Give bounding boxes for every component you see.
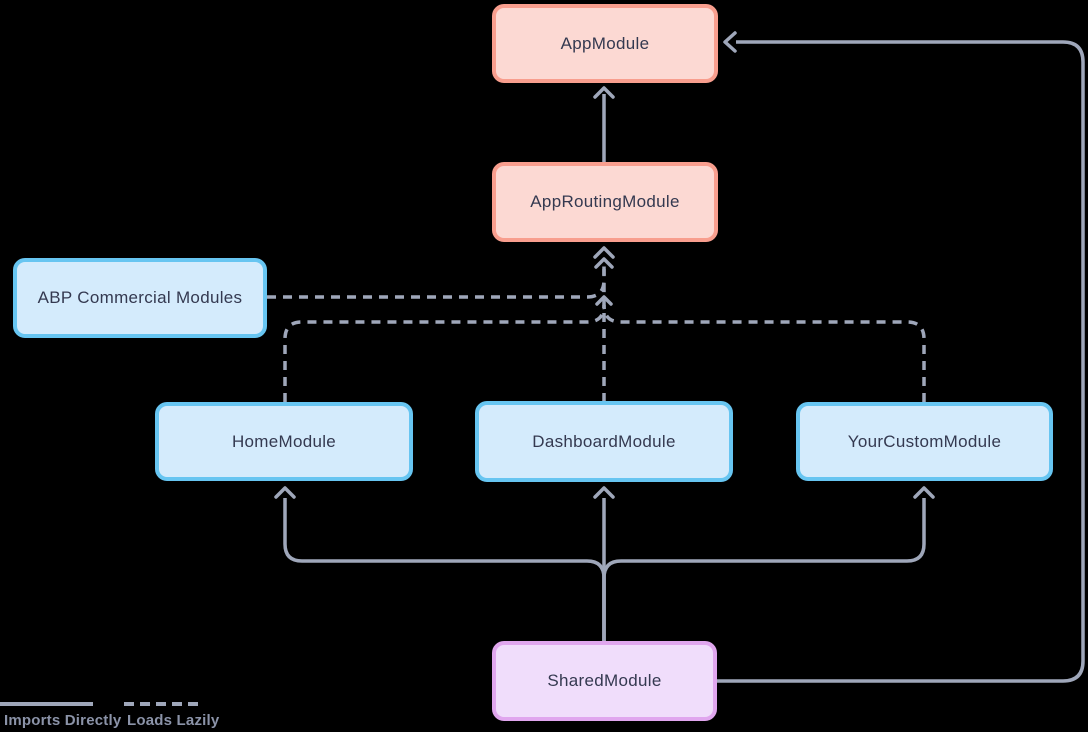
edge-homemodule-to-approutingmodule	[283, 257, 614, 402]
legend-dashed-line-swatch	[124, 702, 202, 706]
edge-sharedmodule-to-yourcustommodule	[602, 486, 935, 641]
legend: Imports Directly Loads Lazily	[0, 698, 260, 732]
node-homemodule-label: HomeModule	[231, 431, 337, 451]
node-approutingmodule: AppRoutingModule	[492, 162, 718, 242]
node-homemodule: HomeModule	[155, 402, 413, 481]
edge-abpcommercial-to-approutingmodule	[267, 246, 615, 299]
edge-sharedmodule-to-homemodule	[274, 486, 606, 641]
node-sharedmodule-label: SharedModule	[547, 671, 662, 690]
edge-yourcustommodule-to-approutingmodule	[602, 304, 926, 402]
node-yourcustommodule-label: YourCustomModule	[847, 431, 1002, 451]
node-abp-commercial-modules: ABP Commercial Modules	[13, 258, 267, 338]
legend-loads-lazily-label: Loads Lazily	[127, 712, 220, 729]
edge-approutingmodule-to-appmodule	[593, 86, 615, 162]
edge-dashboardmodule-to-approutingmodule	[595, 295, 613, 402]
edge-sharedmodule-to-appmodule	[717, 31, 1085, 683]
node-appmodule-label: AppModule	[560, 33, 650, 53]
node-dashboardmodule-label: DashboardModule	[532, 431, 676, 451]
node-sharedmodule: SharedModule	[492, 641, 717, 721]
node-approutingmodule-label: AppRoutingModule	[530, 192, 680, 211]
node-yourcustommodule: YourCustomModule	[796, 402, 1053, 481]
legend-imports-directly-label: Imports Directly	[4, 712, 122, 729]
legend-solid-line-swatch	[0, 702, 93, 706]
node-dashboardmodule: DashboardModule	[475, 401, 733, 482]
node-abp-commercial-modules-label: ABP Commercial Modules	[37, 288, 243, 307]
node-appmodule: AppModule	[492, 4, 718, 83]
